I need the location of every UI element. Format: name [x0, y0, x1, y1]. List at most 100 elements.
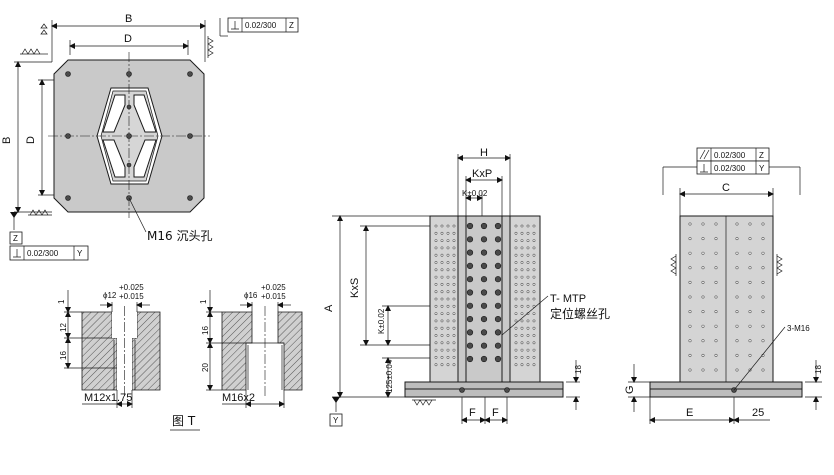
- small-hole: [446, 224, 450, 228]
- side-hole: [714, 251, 718, 255]
- small-hole: [446, 239, 450, 243]
- side-hole: [761, 251, 765, 255]
- side-hole: [701, 353, 705, 357]
- perp-datum-top: Z: [289, 21, 294, 30]
- side-hole: [688, 324, 692, 328]
- side-hole: [748, 266, 752, 270]
- small-hole: [520, 224, 524, 228]
- small-hole: [452, 355, 456, 359]
- top-view: B D 0.02/300 Z: [1, 13, 299, 261]
- callout-locating-holes: 定位螺丝孔: [550, 306, 610, 321]
- datum-z-bottom: Z: [13, 234, 18, 243]
- window-top-right: [133, 94, 157, 133]
- side-column: [679, 215, 774, 383]
- sec2-dim-mid: 16: [201, 326, 210, 335]
- small-hole: [434, 290, 438, 294]
- small-hole: [440, 319, 444, 323]
- side-hole: [735, 368, 739, 372]
- small-hole: [532, 312, 536, 316]
- small-hole: [452, 261, 456, 264]
- side-hole: [701, 295, 705, 299]
- small-hole: [440, 231, 444, 235]
- side-hole: [735, 295, 739, 299]
- side-hole: [735, 237, 739, 241]
- small-hole: [440, 348, 444, 352]
- small-hole: [434, 334, 438, 337]
- sec1-dim-mid: 12: [59, 323, 68, 332]
- small-hole: [452, 297, 456, 301]
- small-hole: [446, 326, 450, 330]
- small-hole: [532, 275, 536, 279]
- sec2-dim-low: 20: [201, 363, 210, 372]
- side-hole: [714, 339, 718, 343]
- callout-tmtp: T- MTP: [550, 293, 586, 305]
- small-hole: [520, 297, 524, 301]
- parallel-tol: 0.02/300: [714, 151, 746, 160]
- mtp-hole: [480, 316, 488, 323]
- parallel-datum: Z: [759, 151, 764, 160]
- side-hole: [714, 222, 718, 226]
- small-hole: [532, 363, 536, 367]
- mtp-hole: [466, 342, 474, 349]
- dim-b-left: B: [1, 137, 13, 144]
- mtp-hole: [466, 262, 474, 270]
- datum-y-bottom: Y: [77, 249, 83, 258]
- small-hole: [440, 290, 444, 294]
- datum-triangles-top: [20, 48, 48, 55]
- small-hole: [514, 290, 518, 294]
- small-hole: [532, 348, 536, 352]
- dim-18-side: 18: [814, 365, 823, 374]
- small-hole: [532, 326, 536, 330]
- small-hole: [446, 246, 450, 250]
- small-hole: [446, 304, 450, 308]
- small-hole: [440, 326, 444, 330]
- side-hole: [748, 237, 752, 241]
- small-hole: [520, 348, 524, 352]
- perp-frame-top: 0.02/300 Z: [219, 17, 299, 37]
- small-hole: [446, 253, 450, 257]
- small-hole: [520, 363, 524, 367]
- window-top-left: [102, 94, 126, 133]
- side-hole: [701, 237, 705, 241]
- small-hole: [532, 261, 536, 264]
- side-hole: [688, 339, 692, 343]
- side-hole: [748, 251, 752, 255]
- small-hole: [452, 312, 456, 316]
- small-hole: [526, 363, 530, 367]
- side-hole: [735, 280, 739, 284]
- mtp-hole: [494, 222, 502, 230]
- perp-tol-side: 0.02/300: [714, 164, 746, 173]
- small-hole: [446, 319, 450, 323]
- small-hole: [532, 319, 536, 323]
- small-hole: [452, 326, 456, 330]
- small-hole: [446, 312, 450, 316]
- side-hole: [688, 222, 692, 226]
- side-hole: [748, 310, 752, 314]
- side-hole: [688, 368, 692, 372]
- mtp-hole: [480, 236, 488, 243]
- small-hole: [446, 363, 450, 367]
- datum-y-front: Y: [333, 416, 339, 425]
- small-hole: [452, 363, 456, 367]
- side-hole: [761, 237, 765, 241]
- small-hole: [434, 363, 438, 367]
- mtp-hole: [494, 329, 502, 336]
- side-hole: [761, 295, 765, 299]
- dim-kxs: KxS: [349, 278, 361, 298]
- mtp-hole: [466, 355, 474, 363]
- mtp-hole: [494, 355, 502, 363]
- small-hole: [526, 355, 530, 359]
- small-hole: [452, 231, 456, 235]
- small-hole: [446, 268, 450, 272]
- side-hole: [701, 324, 705, 328]
- mtp-hole: [480, 249, 488, 256]
- side-hole: [761, 368, 765, 372]
- perp-tol-top: 0.02/300: [245, 21, 277, 30]
- callout-m16-countersink: M16 沉头孔: [147, 229, 212, 243]
- mtp-hole: [494, 289, 502, 296]
- dim-25: 25: [752, 407, 764, 419]
- dim-k-side: K±0.02: [377, 308, 386, 334]
- front-side-holes: [434, 224, 536, 367]
